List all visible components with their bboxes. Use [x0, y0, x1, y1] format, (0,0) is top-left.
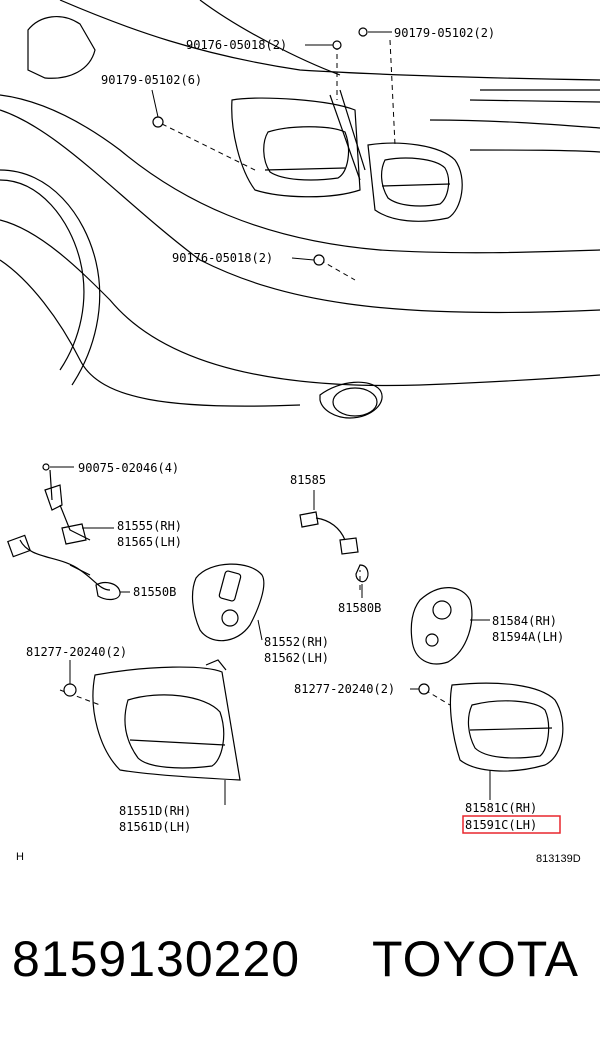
- label-81581c: 81581C(RH): [465, 801, 537, 815]
- label-90176-b: 90176-05018(2): [172, 251, 273, 265]
- label-81562: 81562(LH): [264, 651, 329, 665]
- label-81551d: 81551D(RH): [119, 804, 191, 818]
- leader-lines: [59, 39, 451, 706]
- label-leaders: [50, 31, 491, 805]
- brand-name: TOYOTA: [372, 931, 579, 987]
- label-81277-a: 81277-20240(2): [26, 645, 127, 659]
- label-81555: 81555(RH): [117, 519, 182, 533]
- components-drawing: [7, 469, 564, 781]
- label-81277-b: 81277-20240(2): [294, 682, 395, 696]
- parts-diagram: 90176-05018(2) 90179-05102(2) 90179-0510…: [0, 0, 600, 865]
- label-81550b: 81550B: [133, 585, 176, 599]
- label-81552: 81552(RH): [264, 635, 329, 649]
- label-90176-a: 90176-05018(2): [186, 38, 287, 52]
- corner-mark-left: H: [16, 851, 24, 863]
- diagram-code: 813139D: [536, 853, 581, 865]
- label-81561d: 81561D(LH): [119, 820, 191, 834]
- label-81585: 81585: [290, 473, 326, 487]
- highlight-box: [462, 815, 561, 834]
- label-81580b: 81580B: [338, 601, 381, 615]
- label-81591c: 81591C(LH): [465, 818, 537, 832]
- label-90075: 90075-02046(4): [78, 461, 179, 475]
- footer: 8159130220 TOYOTA: [0, 930, 600, 1020]
- label-90179-b: 90179-05102(6): [101, 73, 202, 87]
- label-81594a: 81594A(LH): [492, 630, 564, 644]
- label-81584: 81584(RH): [492, 614, 557, 628]
- label-81565: 81565(LH): [117, 535, 182, 549]
- label-90179-a: 90179-05102(2): [394, 26, 495, 40]
- vehicle-rear-drawing: [0, 0, 600, 419]
- part-number: 8159130220: [12, 931, 301, 987]
